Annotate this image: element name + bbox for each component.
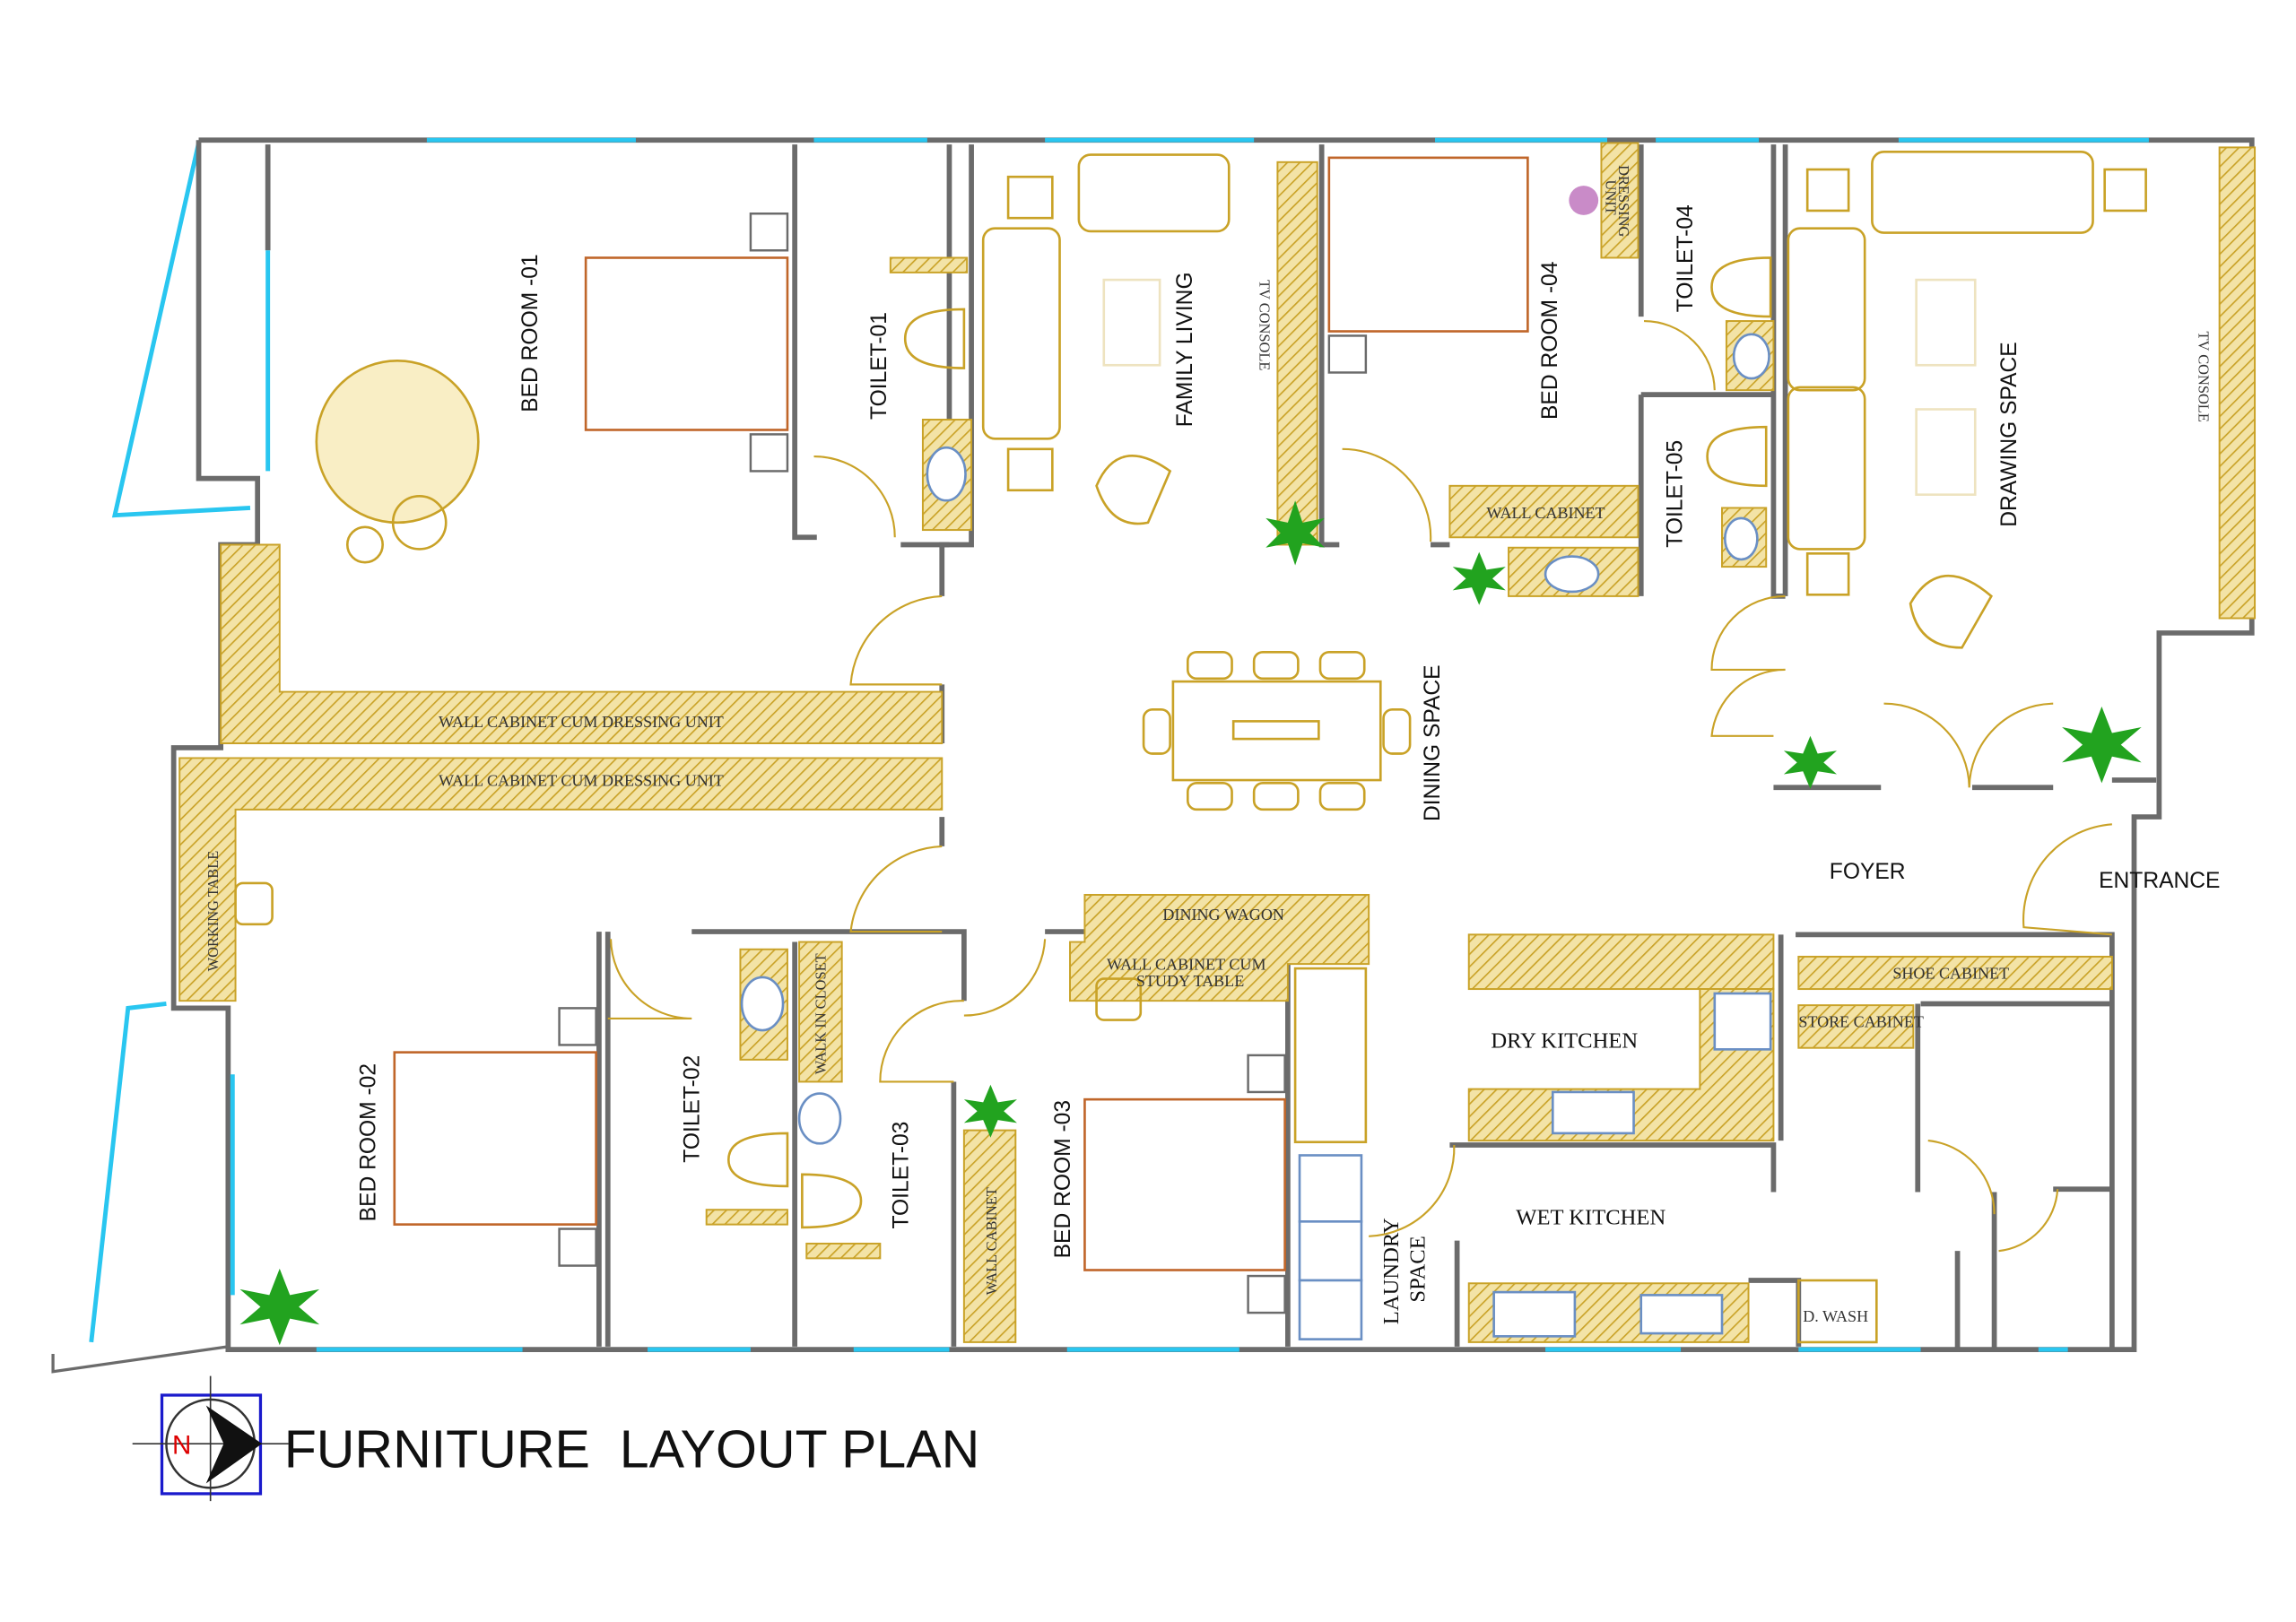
windows (230, 137, 2149, 1352)
label-store-cabinet: STORE CABINET (1798, 1013, 1924, 1031)
furniture (234, 151, 2147, 1344)
label-study-table-2: STUDY TABLE (1136, 972, 1244, 990)
label-entrance: ENTRANCE (2099, 869, 2220, 893)
room-labels: BED ROOM -01 TOILET-01 FAMILY LIVING TV … (204, 165, 2221, 1325)
doors (607, 319, 2112, 1253)
label-bedroom4: BED ROOM -04 (1538, 262, 1562, 420)
pouf-icon (1569, 186, 1599, 215)
plant-icon (963, 1084, 1017, 1138)
plant-icon (1452, 551, 1506, 605)
label-laundry-space: SPACE (1406, 1236, 1431, 1302)
plant-icon (1783, 735, 1837, 789)
plant-icon (239, 1268, 320, 1346)
plants (239, 186, 2142, 1346)
label-toilet5: TOILET-05 (1664, 440, 1688, 548)
label-toilet4: TOILET-04 (1674, 204, 1698, 312)
label-dressing-unit: DRESSING (1615, 165, 1632, 237)
plan-title: FURNITURE LAYOUT PLAN (284, 1419, 980, 1479)
cabinets (178, 142, 2257, 1343)
label-toilet3: TOILET-03 (890, 1122, 914, 1229)
label-toilet2: TOILET-02 (680, 1055, 704, 1163)
label-working-table: WORKING TABLE (204, 851, 222, 972)
beds (393, 156, 1529, 1314)
label-bedroom1: BED ROOM -01 (518, 254, 543, 412)
label-d-wash: D. WASH (1803, 1307, 1868, 1325)
label-tv-console-2: TV CONSOLE (2196, 332, 2213, 422)
label-drawing-space: DRAWING SPACE (1997, 342, 2022, 526)
label-walk-in-closet: WALK IN CLOSET (813, 953, 830, 1074)
label-bedroom3: BED ROOM -03 (1051, 1100, 1075, 1258)
label-foyer: FOYER (1830, 860, 1906, 884)
label-dining-space: DINING SPACE (1421, 664, 1445, 821)
label-wall-cabinet-b4: WALL CABINET (1486, 504, 1605, 522)
label-dressing-unit-2: UNIT (1602, 180, 1619, 215)
label-wet-kitchen: WET KITCHEN (1516, 1206, 1665, 1230)
label-study-table-1: WALL CABINET CUM (1107, 956, 1265, 974)
label-shoe-cabinet: SHOE CABINET (1892, 965, 2009, 983)
north-compass-icon: N (132, 1375, 289, 1502)
label-wall-cabinet-dressing-1: WALL CABINET CUM DRESSING UNIT (439, 713, 724, 731)
balcony-outlines (51, 142, 251, 1374)
label-dry-kitchen: DRY KITCHEN (1491, 1029, 1638, 1054)
label-toilet1: TOILET-01 (867, 312, 891, 420)
label-tv-console-1: TV CONSOLE (1257, 280, 1274, 370)
plant-icon (2062, 706, 2142, 784)
plant-icon (1265, 500, 1325, 566)
sanitary-fixtures (726, 256, 1772, 1340)
dining-chairs (1142, 650, 1412, 811)
label-family-living: FAMILY LIVING (1173, 272, 1197, 427)
label-wall-cabinet-dressing-2: WALL CABINET CUM DRESSING UNIT (439, 772, 724, 790)
label-bedroom2: BED ROOM -02 (356, 1063, 380, 1221)
compass-letter: N (172, 1431, 191, 1461)
label-wall-cabinet-b3: WALL CABINET (983, 1187, 1000, 1295)
label-dining-wagon: DINING WAGON (1162, 906, 1284, 924)
label-laundry: LAUNDRY (1379, 1218, 1404, 1324)
